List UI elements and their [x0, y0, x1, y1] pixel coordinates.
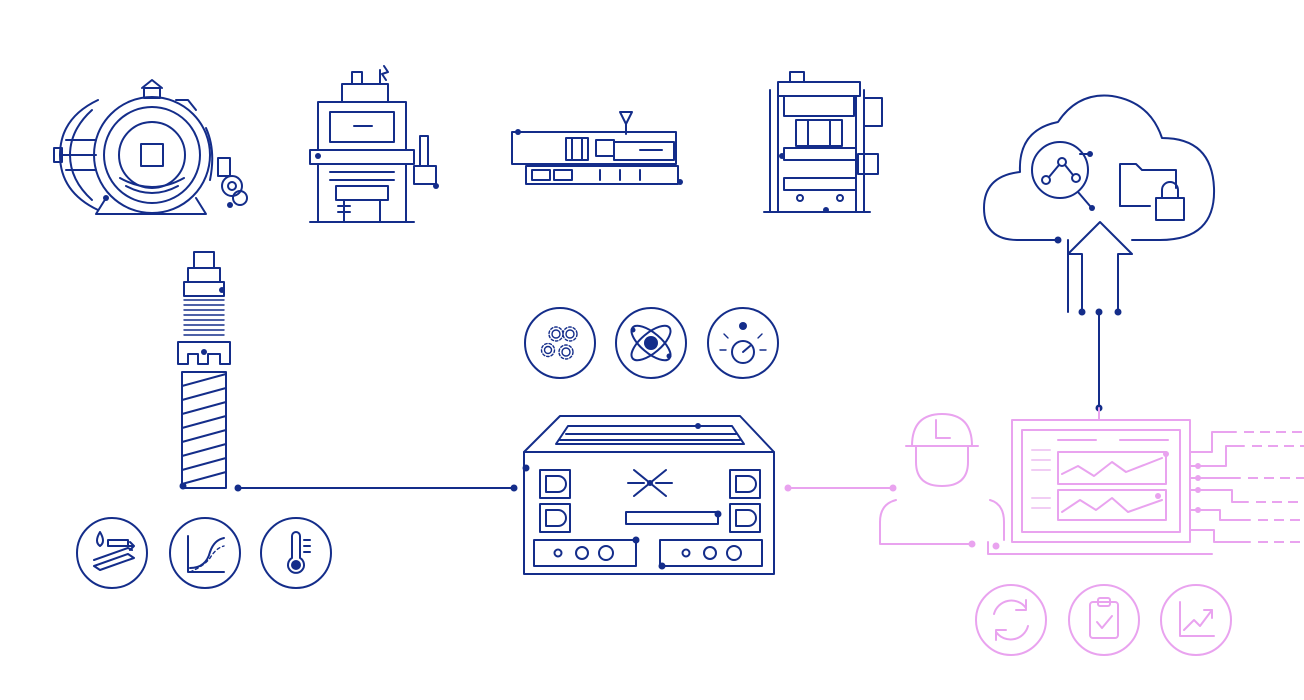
operator-figure-icon — [784, 413, 1005, 548]
probe-thread — [183, 299, 225, 336]
operator-dashboard-icon — [987, 407, 1304, 555]
autoclave-icon — [53, 79, 248, 215]
thermometer-icon — [260, 517, 332, 589]
data-acquisition-unit-icon — [510, 415, 775, 575]
speedometer-icon — [707, 307, 779, 379]
trend-chart-icon — [1160, 584, 1232, 656]
clipboard-check-icon — [1068, 584, 1140, 656]
curve-graph-icon — [169, 517, 241, 589]
hydraulic-press-icon — [763, 71, 883, 213]
humidity-curing-icon — [76, 517, 148, 589]
injection-molding-machine-icon — [511, 111, 683, 185]
cloud-storage-icon — [983, 94, 1216, 412]
press-machine-icon — [309, 65, 439, 223]
atom-icon — [615, 307, 687, 379]
gears-icon — [524, 307, 596, 379]
refresh-icon — [975, 584, 1047, 656]
connector-lines — [237, 311, 1100, 489]
sensor-probe-icon — [177, 251, 242, 492]
